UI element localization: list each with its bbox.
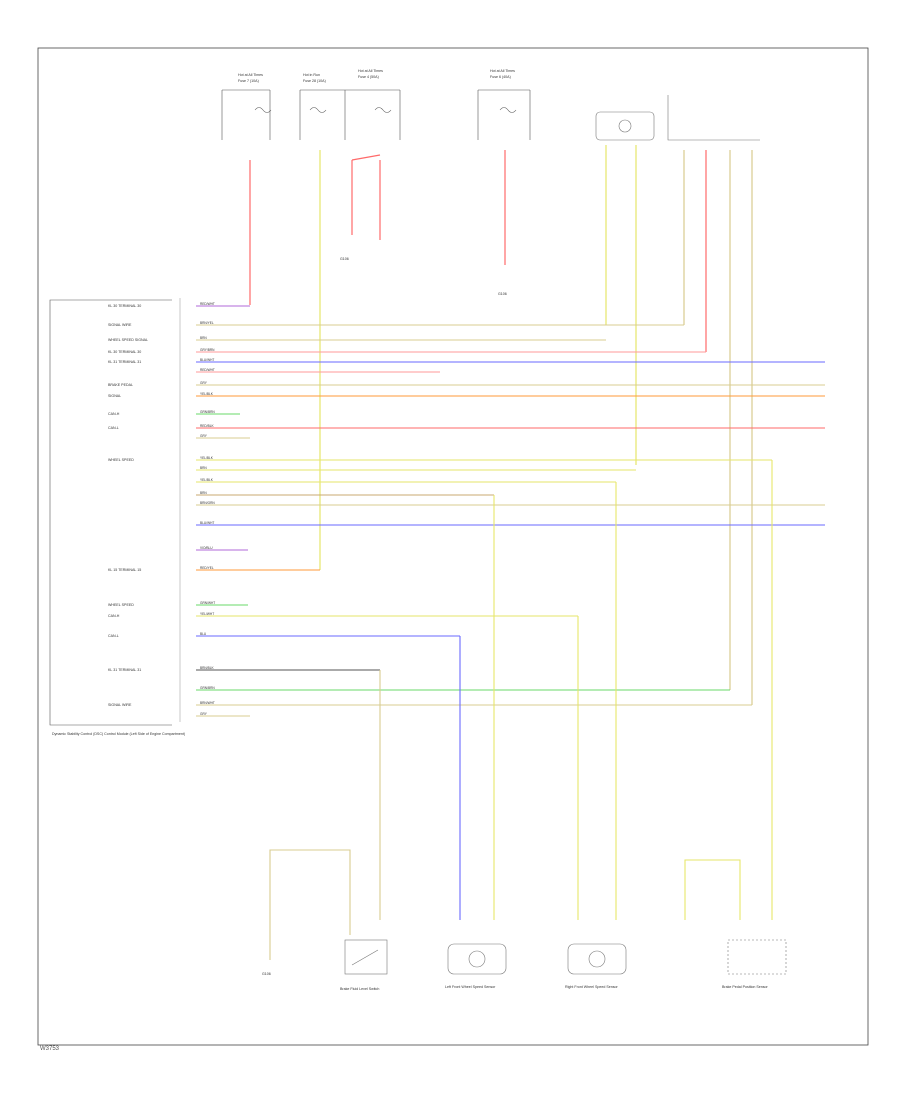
- module-name: Dynamic Stability Control (DSC) Control …: [52, 732, 185, 736]
- footer-code: W3753: [40, 1046, 60, 1052]
- wire-color-label: BLU: [200, 632, 207, 636]
- fuse-1-name: Fuse 7 (10A): [238, 79, 259, 83]
- bottom-component-3: Right Front Wheel Speed Sensor: [565, 985, 619, 989]
- wire-color-column: RED/WHT BRN/YEL BRN GRY/BRN BLU/WHT RED/WHT GR…: [200, 302, 215, 716]
- wire-color-label: BRN/WHT: [200, 701, 215, 705]
- fuse-2-name: Fuse 28 (10A): [303, 79, 326, 83]
- wire-color-label: YEL/BLK: [200, 478, 214, 482]
- wire-color-label: YEL/BLK: [200, 456, 214, 460]
- bottom-component-1: Brake Fluid Level Switch: [340, 987, 379, 991]
- pin-label: WHEEL SPEED: [108, 458, 134, 462]
- fuse-panel: [221, 89, 531, 140]
- wire-color-label: BRN/YEL: [200, 321, 214, 325]
- wire-color-label: YEL/WHT: [200, 612, 214, 616]
- horizontal-wires: [196, 305, 825, 717]
- fuse-3-name: Fuse 4 (50A): [358, 75, 379, 79]
- wire-color-label: RED/BLK: [200, 424, 215, 428]
- wire-color-label: BRN/BLK: [200, 666, 215, 670]
- pin-label: KL 15 TERMINAL 15: [108, 568, 141, 572]
- fuse-4-label: Hot at All Times: [490, 69, 515, 73]
- pin-label-column: KL 30 TERMINAL 30 SIGNAL WIRE WHEEL SPEED …: [108, 304, 148, 707]
- bottom-ground-label: G106: [262, 972, 271, 976]
- wire-color-label: BRN: [200, 466, 207, 470]
- pin-label: WHEEL SPEED: [108, 603, 134, 607]
- wire-color-label: BRN: [200, 336, 207, 340]
- pin-label: KL 31 TERMINAL 31: [108, 668, 141, 672]
- module-outline: [49, 299, 172, 726]
- bottom-component-4: Brake Pedal Position Sensor: [722, 985, 769, 989]
- pin-label: CAN-H: [108, 412, 120, 416]
- pin-label: WHEEL SPEED SIGNAL: [108, 338, 148, 342]
- pin-label: CAN-L: [108, 426, 119, 430]
- brake-fluid-switch: [344, 939, 388, 975]
- ground-label-2: G106: [498, 292, 507, 296]
- fuse-1-label: Hot at All Times: [238, 73, 263, 77]
- wire-color-label: GRN/BRN: [200, 410, 215, 414]
- diagram-frame: [37, 47, 869, 1046]
- wire-color-label: RED/YEL: [200, 566, 214, 570]
- pin-label: SIGNAL WIRE: [108, 323, 132, 327]
- wire-color-label: GRY: [200, 434, 208, 438]
- wire-color-label: BRN: [200, 491, 207, 495]
- pin-label: BRAKE PEDAL: [108, 383, 133, 387]
- bottom-wires: [269, 460, 773, 960]
- right-front-wheel-sensor: [567, 943, 627, 975]
- pin-label: CAN-H: [108, 614, 120, 618]
- pin-label: CAN-L: [108, 634, 119, 638]
- wire-color-label: GRY: [200, 712, 208, 716]
- pin-label: SIGNAL: [108, 394, 121, 398]
- wire-color-label: RED/WHT: [200, 302, 215, 306]
- wire-color-label: BLU/WHT: [200, 358, 214, 362]
- wire-color-label: YEL/BLK: [200, 392, 214, 396]
- ground-label-1: G106: [340, 257, 349, 261]
- top-wires: [249, 145, 753, 705]
- wire-color-label: GRN/BRN: [200, 686, 215, 690]
- left-front-wheel-sensor: [447, 943, 507, 975]
- top-sensor-1: [595, 111, 655, 141]
- pin-label: KL 31 TERMINAL 31: [108, 360, 141, 364]
- fuse-symbols: [254, 107, 517, 113]
- pin-label: KL 30 TERMINAL 30: [108, 304, 141, 308]
- wire-color-label: GRN/WHT: [200, 601, 215, 605]
- wire-color-label: GRY: [200, 381, 208, 385]
- wire-color-label: BRN/GRN: [200, 501, 215, 505]
- wire-color-label: RED/WHT: [200, 368, 215, 372]
- wire-color-label: VIO/BLU: [200, 546, 213, 550]
- brake-pedal-sensor: [727, 939, 787, 975]
- fuse-3-label: Hot at All Times: [358, 69, 383, 73]
- top-sensor-2: [667, 95, 760, 141]
- bottom-component-2: Left Front Wheel Speed Sensor: [445, 985, 496, 989]
- wire-color-label: GRY/BRN: [200, 348, 215, 352]
- fuse-2-label: Hot in Run: [303, 73, 320, 77]
- pin-label: KL 30 TERMINAL 30: [108, 350, 141, 354]
- wire-color-label: BLU/WHT: [200, 521, 214, 525]
- fuse-4-name: Fuse 6 (40A): [490, 75, 511, 79]
- pin-label: SIGNAL WIRE: [108, 703, 132, 707]
